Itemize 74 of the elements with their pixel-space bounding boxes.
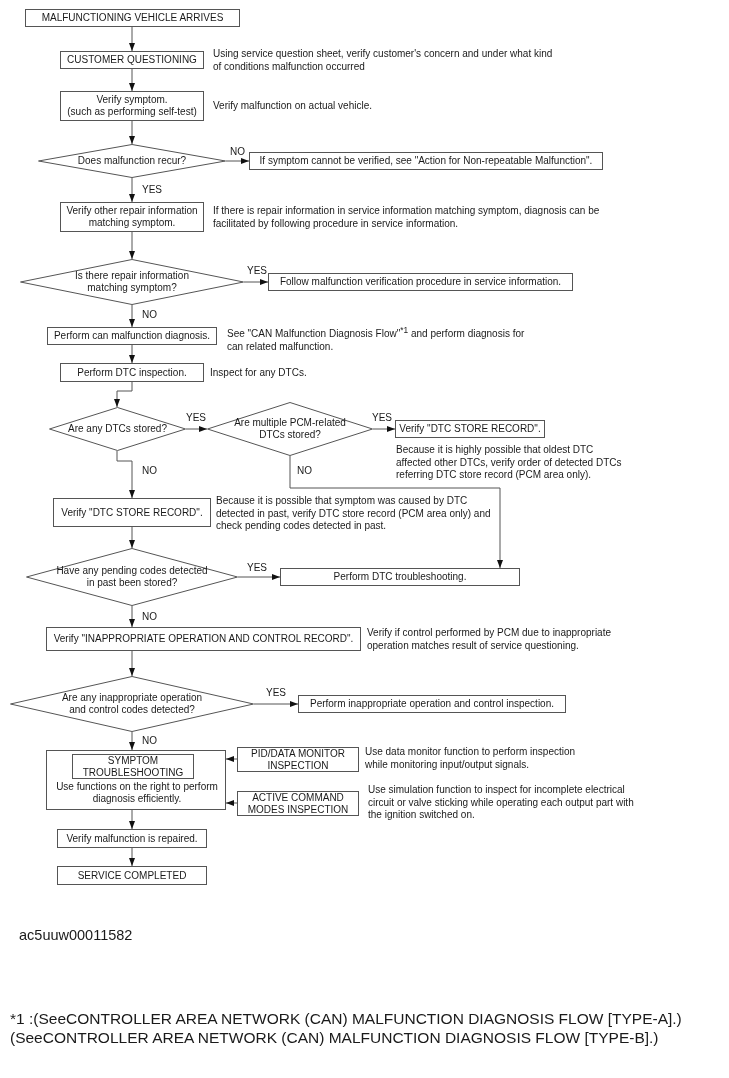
arrow [129, 344, 135, 364]
decision-diamond: Are any inappropriate operation and control codes detected? [10, 676, 254, 732]
arrow [129, 304, 135, 328]
process-box: PID/DATA MONITOR INSPECTION [237, 747, 359, 772]
process-box: ACTIVE COMMAND MODES INSPECTION [237, 791, 359, 816]
arrow [129, 177, 135, 203]
annotation-text: Inspect for any DTCs. [210, 367, 308, 380]
edge-label: NO [141, 465, 158, 476]
decision-diamond: Does malfunction recur? [38, 144, 226, 178]
arrow [129, 120, 135, 145]
arrow [129, 526, 135, 549]
arrow [129, 605, 135, 628]
process-box: Verify "DTC STORE RECORD". [53, 498, 211, 527]
process-box: MALFUNCTIONING VEHICLE ARRIVES [25, 9, 240, 27]
decision-diamond: Are multiple PCM-related DTCs stored? [207, 402, 373, 456]
process-box [46, 750, 226, 810]
decision-diamond: Are any DTCs stored? [49, 407, 186, 451]
arrow [129, 847, 135, 867]
arrow [237, 574, 281, 580]
annotation-text: Verify if control performed by PCM due to inappropriate operation matches result of service questioning. [367, 627, 612, 652]
edge-label: NO [296, 465, 313, 476]
process-box: Verify other repair information matching symptom. [60, 202, 204, 232]
process-box: Follow malfunction verification procedure in service information. [268, 273, 573, 291]
arrow [129, 650, 135, 677]
process-box: Perform DTC inspection. [60, 363, 204, 382]
annotation-text: Use data monitor function to perform inspection while monitoring input/output signals. [365, 746, 577, 771]
process-box: Perform inappropriate operation and control inspection. [298, 695, 566, 713]
arrow [225, 158, 250, 164]
instruction-text: Use functions on the right to perform diagnosis efficiently. [55, 781, 219, 805]
edge-label: NO [229, 146, 246, 157]
heading-box: SYMPTOM TROUBLESHOOTING [72, 754, 194, 779]
edge-label: YES [141, 184, 163, 195]
edge-label: NO [141, 309, 158, 320]
annotation-text: Because it is highly possible that oldest DTC affected other DTCs, verify order of detected DTCs referring DTC store record (PCM area only). [396, 444, 623, 482]
reference-code: ac5uuw00011582 [19, 926, 134, 945]
edge-label: YES [371, 412, 393, 423]
annotation-text: Verify malfunction on actual vehicle. [213, 100, 373, 113]
process-box: Verify symptom. (such as performing self-test) [60, 91, 204, 121]
edge-label: YES [246, 562, 268, 573]
arrow [116, 450, 135, 499]
process-box: Perform can malfunction diagnosis. [47, 327, 217, 345]
process-box: Verify "DTC STORE RECORD". [395, 420, 545, 438]
arrow [253, 701, 299, 707]
arrow [114, 381, 133, 408]
annotation-text: If there is repair information in service information matching symptom, diagnosis can be facilitated by following procedure in service information. [213, 205, 601, 230]
process-box: Perform DTC troubleshooting. [280, 568, 520, 586]
decision-diamond: Is there repair information matching symptom? [20, 259, 244, 305]
annotation-text: Using service question sheet, verify customer's concern and under what kind of conditions malfunction occurred [213, 48, 554, 73]
process-box: Verify malfunction is repaired. [57, 829, 207, 848]
arrow [289, 455, 503, 569]
edge-label: YES [246, 265, 268, 276]
edge-label: YES [265, 687, 287, 698]
arrow [243, 279, 269, 285]
process-box: CUSTOMER QUESTIONING [60, 51, 204, 69]
footnote: *1 :(SeeCONTROLLER AREA NETWORK (CAN) MALFUNCTION DIAGNOSIS FLOW [TYPE-A].) (SeeCONTROLLER AREA NETWORK (CAN) MALFUNCTION DIAGNOSIS FLOW [TYPE-B].) [10, 1009, 683, 1047]
decision-diamond: Have any pending codes detected in past been stored? [26, 548, 238, 606]
arrow [129, 68, 135, 92]
annotation-text: Because it is possible that symptom was caused by DTC detected in past, verify DTC store record (PCM area only) and check pending codes detected in past. [216, 495, 492, 533]
arrow [185, 426, 208, 432]
annotation-text: See "CAN Malfunction Diagnosis Flow"$^{*1}$ and perform diagnosis for can related malfunction. [227, 324, 526, 354]
edge-label: YES [185, 412, 207, 423]
edge-label: NO [141, 735, 158, 746]
arrow [225, 800, 238, 806]
process-box: Verify "INAPPROPRIATE OPERATION AND CONTROL RECORD". [46, 627, 361, 651]
arrow [225, 756, 238, 762]
arrow [129, 231, 135, 260]
arrow [129, 26, 135, 52]
process-box: SERVICE COMPLETED [57, 866, 207, 885]
arrow [129, 809, 135, 830]
arrow [129, 731, 135, 751]
edge-label: NO [141, 611, 158, 622]
annotation-text: Use simulation function to inspect for incomplete electrical circuit or valve sticking while operating each output part with the ignition switched on. [368, 784, 635, 822]
process-box: If symptom cannot be verified, see "Action for Non-repeatable Malfunction". [249, 152, 603, 170]
arrow [372, 426, 396, 432]
